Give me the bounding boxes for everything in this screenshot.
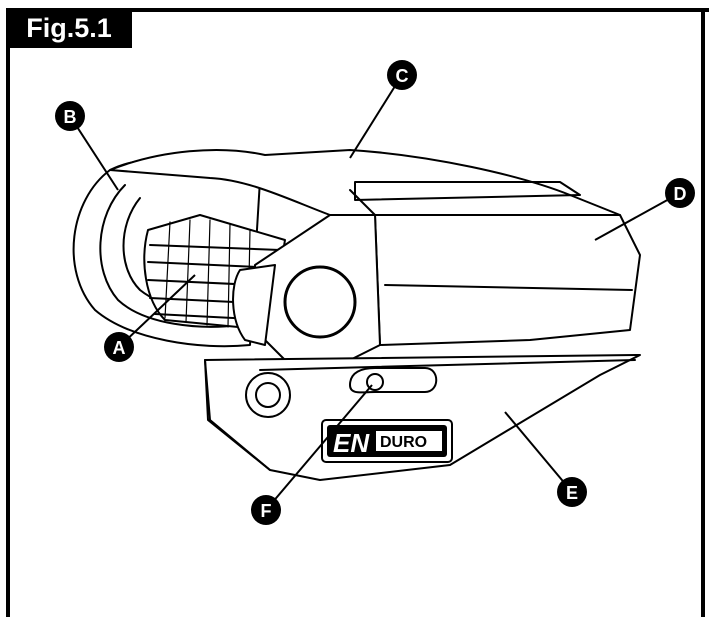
callout-a-label: A [113, 338, 126, 358]
roller-knurling-lines [147, 244, 281, 321]
callout-d-label: D [674, 184, 687, 204]
leader-d [594, 192, 681, 241]
brand-text-en: EN [333, 428, 370, 458]
leader-lines [69, 74, 681, 511]
side-cap-boss [283, 265, 357, 339]
callout-c: C [387, 60, 417, 90]
brand-text-duro: DURO [380, 434, 427, 451]
callout-e: E [557, 477, 587, 507]
adjust-slot [349, 367, 438, 394]
callout-c-label: C [396, 66, 409, 86]
callout-a: A [104, 332, 134, 362]
drive-body-seam [384, 284, 633, 291]
bottom-clamp-side [204, 359, 271, 471]
bottom-clamp-ridge [259, 359, 636, 371]
leader-a [118, 274, 196, 348]
callout-f-label: F [261, 501, 272, 521]
clamp-pivot-inner [255, 382, 281, 408]
callout-f: F [251, 495, 281, 525]
callout-b: B [55, 101, 85, 131]
bottom-clamp [204, 354, 641, 481]
axle-collar [232, 264, 276, 346]
roller-knurling-cross [164, 219, 251, 330]
callout-b-label: B [64, 107, 77, 127]
figure-label: Fig.5.1 [6, 8, 132, 48]
leader-c [349, 74, 403, 159]
brand-plate: EN DURO [321, 419, 453, 463]
leader-e [504, 411, 573, 493]
rear-housing-inner-ring [99, 184, 241, 328]
leader-f [265, 384, 373, 511]
callout-d: D [665, 178, 695, 208]
motor-mover-drawing [72, 149, 641, 481]
callout-e-label: E [566, 483, 578, 503]
drive-body [349, 214, 641, 346]
